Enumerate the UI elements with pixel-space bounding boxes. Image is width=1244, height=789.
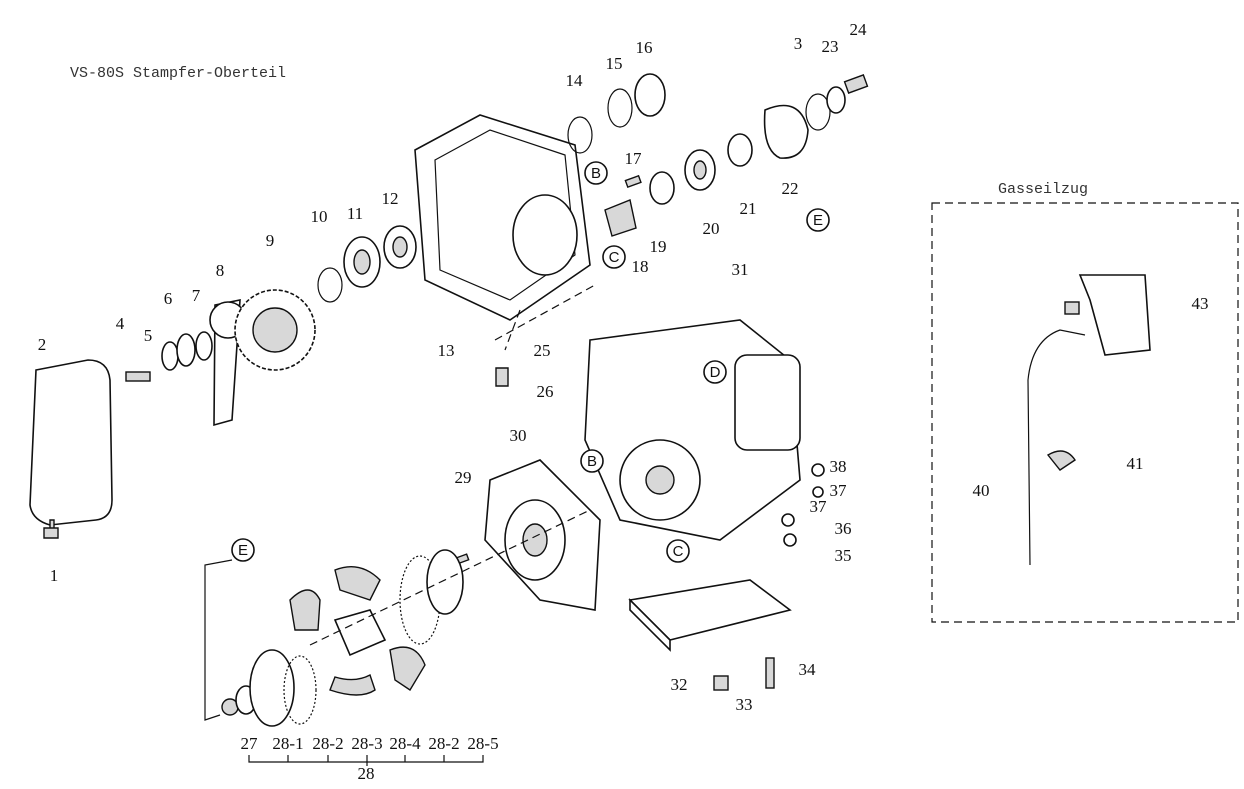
part-label-12: 12 <box>382 189 399 208</box>
part-label-2: 2 <box>38 335 47 354</box>
part-label-37: 37 <box>810 497 828 516</box>
inset-frame <box>931 202 1239 623</box>
reference-marker-label: C <box>609 249 620 266</box>
part-label-31: 31 <box>732 260 749 279</box>
part-label-5: 5 <box>144 326 153 345</box>
part-label-1: 1 <box>50 566 59 585</box>
part-label-17: 17 <box>625 149 643 168</box>
reference-markers: B C E D B C E <box>231 161 830 563</box>
part-label-41: 41 <box>1127 454 1144 473</box>
part-label-38: 38 <box>830 457 847 476</box>
diagram-title: VS-80S Stampfer-Oberteil <box>70 65 286 82</box>
part-label-28-3: 28-3 <box>351 734 382 753</box>
part-label-14: 14 <box>566 71 584 90</box>
bolt <box>43 519 59 539</box>
reference-marker-E: E <box>806 208 830 232</box>
reference-marker-C: C <box>602 245 626 269</box>
part-label-16: 16 <box>636 38 653 57</box>
part-label-18: 18 <box>632 257 649 276</box>
part-label-13: 13 <box>438 341 455 360</box>
part-label-28-2: 28-2 <box>312 734 343 753</box>
part-label-7: 7 <box>192 286 201 305</box>
part-label-28-2: 28-2 <box>428 734 459 753</box>
part-label-6: 6 <box>164 289 173 308</box>
reference-marker-B: B <box>584 161 608 185</box>
part-label-33: 33 <box>736 695 753 714</box>
part-label-22: 22 <box>782 179 799 198</box>
part-label-32: 32 <box>671 675 688 694</box>
reference-marker-D: D <box>703 360 727 384</box>
reference-marker-B: B <box>580 449 604 473</box>
throttle-bracket <box>1078 274 1151 356</box>
parts-drawing <box>29 73 1151 727</box>
reference-marker-label: B <box>587 453 597 470</box>
part-label-9: 9 <box>266 231 275 250</box>
part-label-35: 35 <box>835 546 852 565</box>
reference-marker-label: D <box>710 364 721 381</box>
part-label-30: 30 <box>510 426 527 445</box>
part-label-3: 3 <box>794 34 803 53</box>
part-label-28-1: 28-1 <box>272 734 303 753</box>
part-label-20: 20 <box>703 219 720 238</box>
cover-plate <box>29 359 113 526</box>
group-bracket <box>248 755 484 766</box>
part-label-10: 10 <box>311 207 328 226</box>
part-label-24: 24 <box>850 20 868 39</box>
reference-marker-E: E <box>231 538 255 562</box>
reference-marker-C: C <box>666 539 690 563</box>
part-label-34: 34 <box>799 660 817 679</box>
part-label-37: 37 <box>830 481 848 500</box>
bolt-4 <box>125 371 151 382</box>
part-label-4: 4 <box>116 314 125 333</box>
part-label-25: 25 <box>534 341 551 360</box>
part-label-29: 29 <box>455 468 472 487</box>
part-label-8: 8 <box>216 261 225 280</box>
part-label-40: 40 <box>973 481 990 500</box>
inset-title: Gasseilzug <box>998 181 1088 198</box>
part-label-28-5: 28-5 <box>467 734 498 753</box>
part-label-19: 19 <box>650 237 667 256</box>
part-label-27: 27 <box>241 734 259 753</box>
part-label-11: 11 <box>347 204 363 223</box>
reference-marker-label: E <box>813 212 823 229</box>
reference-marker-label: B <box>591 165 601 182</box>
part-label-21: 21 <box>740 199 757 218</box>
part-label-28-4: 28-4 <box>389 734 421 753</box>
reference-marker-label: E <box>238 542 248 559</box>
part-label-15: 15 <box>606 54 623 73</box>
part-label-23: 23 <box>822 37 839 56</box>
part-label-43: 43 <box>1192 294 1209 313</box>
reference-marker-label: C <box>673 543 684 560</box>
part-label-28: 28 <box>358 764 375 783</box>
part-label-36: 36 <box>835 519 852 538</box>
part-label-26: 26 <box>537 382 554 401</box>
